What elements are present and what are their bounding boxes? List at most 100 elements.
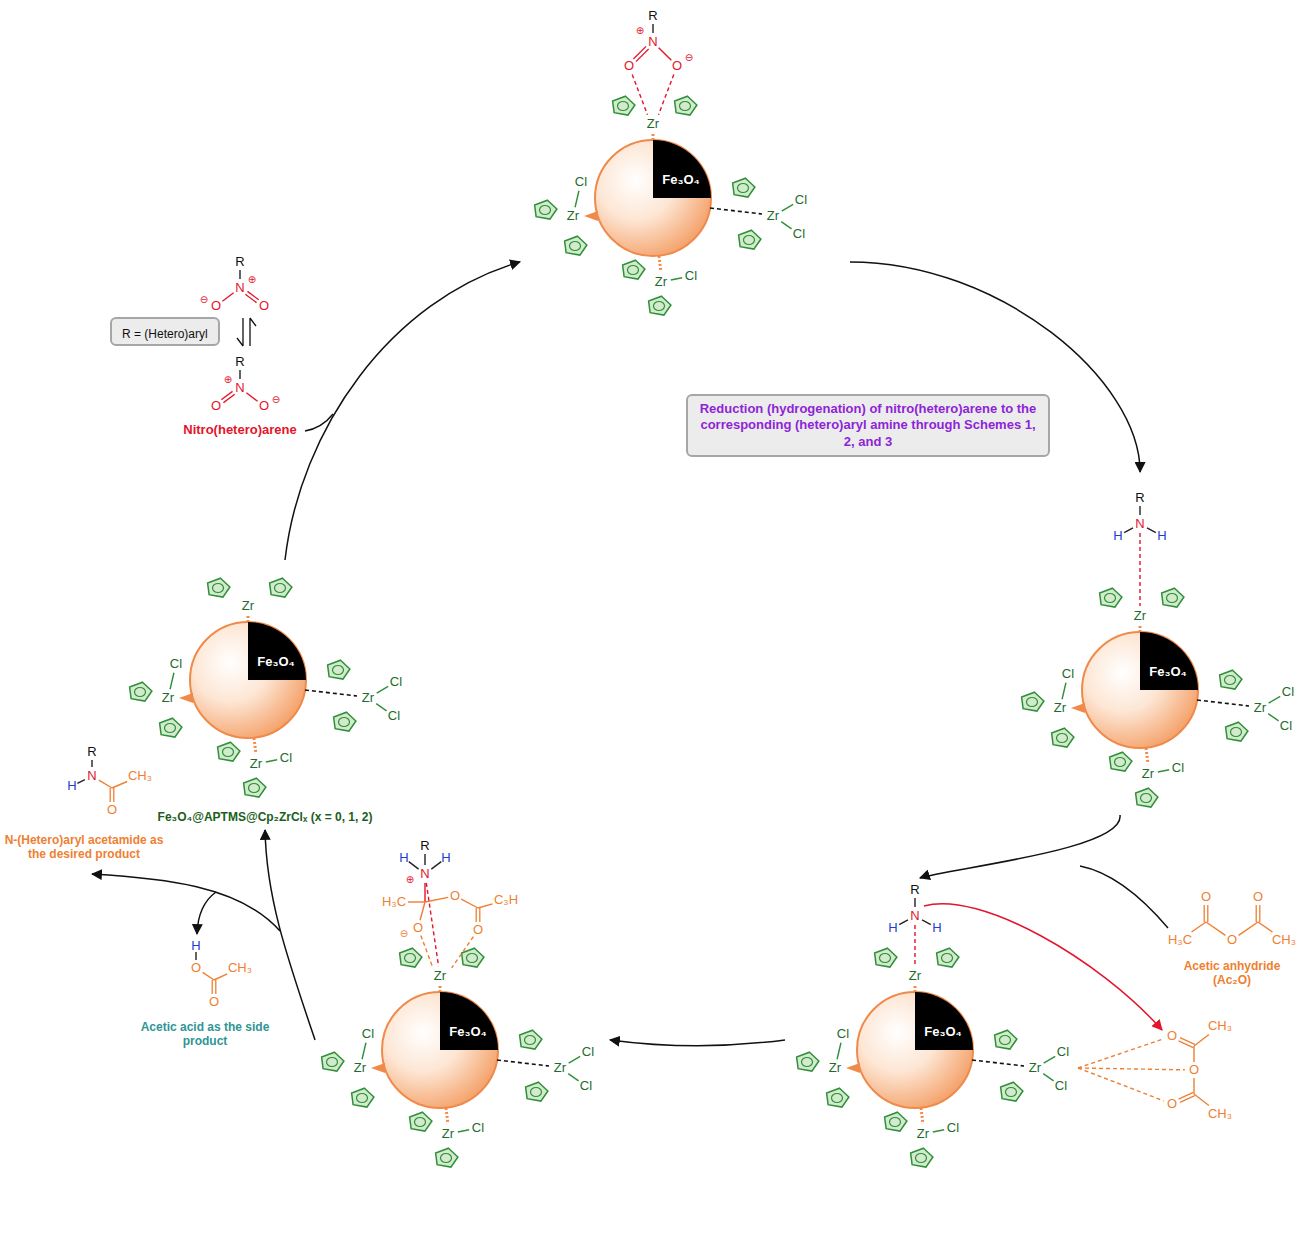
atom-label: O xyxy=(259,399,269,414)
metal-label: Zr xyxy=(567,209,579,224)
coordination-line xyxy=(659,74,674,114)
cycle-arrow xyxy=(285,262,520,560)
cp-ring-circle xyxy=(628,266,639,275)
cp-ring xyxy=(520,1030,542,1049)
bond-line xyxy=(1258,922,1272,932)
metal-label: Zr xyxy=(1254,701,1266,716)
magnetite-core xyxy=(248,622,306,680)
atom-label: C₃H xyxy=(494,893,518,908)
bond-line xyxy=(914,898,915,907)
metal-label: Zr xyxy=(767,209,779,224)
bond-line xyxy=(239,270,240,279)
atom-label: R xyxy=(910,883,919,898)
metal-label: Cl xyxy=(1280,719,1292,734)
linker xyxy=(659,256,661,272)
magnetite-core xyxy=(440,992,498,1050)
atom-label: CH₃ xyxy=(1208,1019,1232,1034)
cp-ring-circle xyxy=(467,954,478,963)
cp-ring-circle xyxy=(1000,1036,1011,1045)
cp-ring xyxy=(322,1052,344,1071)
charge-sign: ⊖ xyxy=(200,294,208,306)
cp-ring-circle xyxy=(744,236,755,245)
cp-ring xyxy=(937,948,959,967)
atom-label: R xyxy=(235,355,244,370)
metal-label: Cl xyxy=(795,193,807,208)
bond-line xyxy=(1194,1035,1209,1046)
bond-line xyxy=(431,862,441,870)
nanoparticle xyxy=(1082,632,1198,748)
core-label: Fe₃O₄ xyxy=(257,655,295,670)
bond-line xyxy=(1239,922,1258,935)
metal-label: Zr xyxy=(362,691,374,706)
atom-label: H xyxy=(399,851,408,866)
double-bond xyxy=(221,391,232,399)
double-bond xyxy=(636,49,649,62)
atom-label: H₃C xyxy=(1168,933,1192,948)
metal-label: Zr xyxy=(434,969,446,984)
catalyst-state: Fe₃O₄ xyxy=(1010,472,1305,815)
atom-label: R xyxy=(420,839,429,854)
cp-ring-circle xyxy=(441,1154,452,1163)
cp-ring xyxy=(733,178,755,197)
cycle-arrow xyxy=(920,815,1120,878)
cp-ring xyxy=(739,230,761,249)
atom-label: CH₃ xyxy=(1208,1107,1232,1122)
metal-label: Cl xyxy=(1172,761,1184,776)
bond-line xyxy=(420,902,425,920)
metal-label: Cl xyxy=(1055,1079,1067,1094)
metal-label: Cl xyxy=(837,1027,849,1042)
bond-line xyxy=(1192,922,1206,932)
metal-label: Zr xyxy=(242,599,254,614)
atom-label: O xyxy=(624,59,634,74)
release-arrow xyxy=(197,892,216,934)
compound-name: Acetic anhydride (Ac₂O) xyxy=(1172,960,1292,988)
cp-ring-circle xyxy=(1057,734,1068,743)
cp-ring-circle xyxy=(1167,594,1178,603)
cp-ring-circle xyxy=(1225,676,1236,685)
linker xyxy=(371,1063,385,1073)
bond-line xyxy=(409,862,419,870)
linker xyxy=(439,986,442,992)
bond-line xyxy=(933,1130,944,1132)
reagent-join xyxy=(1080,866,1168,928)
cp-ring xyxy=(1136,788,1158,807)
cp-ring-circle xyxy=(327,1058,338,1067)
bond-line xyxy=(782,204,794,211)
cp-ring xyxy=(436,1148,458,1167)
coordination-line xyxy=(1078,1039,1163,1068)
metal-label: Cl xyxy=(575,175,587,190)
cp-ring xyxy=(462,948,484,967)
double-bond xyxy=(476,908,477,922)
cp-ring xyxy=(1052,728,1074,747)
bond-line xyxy=(1139,506,1140,515)
coordination-line xyxy=(452,937,474,968)
cp-ring-circle xyxy=(654,302,665,311)
note-box: R = (Hetero)aryl xyxy=(110,317,220,346)
cp-ring xyxy=(827,1088,849,1107)
cp-ring xyxy=(352,1088,374,1107)
bond-line xyxy=(899,920,908,925)
cp-ring xyxy=(208,578,230,597)
nanoparticle xyxy=(382,992,498,1108)
box-text: Reduction (hydrogenation) of nitro(heter… xyxy=(698,401,1038,450)
atom-label: N xyxy=(235,381,244,396)
bond-line xyxy=(1193,1078,1194,1094)
double-bond xyxy=(1180,1038,1195,1045)
double-bond xyxy=(1179,1041,1194,1048)
bond-line xyxy=(1044,1056,1056,1063)
cp-ring xyxy=(160,718,182,737)
atom-label: O xyxy=(1227,933,1237,948)
cp-ring-circle xyxy=(916,1154,927,1163)
atom-label: CH₃ xyxy=(228,961,252,976)
atom-label: R xyxy=(235,255,244,270)
metal-label: Cl xyxy=(472,1121,484,1136)
cp-ring-circle xyxy=(275,584,286,593)
cp-ring-circle xyxy=(165,724,176,733)
atom-label: O xyxy=(191,961,201,976)
release-arrow xyxy=(92,874,280,931)
compound-name: Nitro(hetero)arene xyxy=(183,423,296,438)
cp-ring-circle xyxy=(339,718,350,727)
bond-line xyxy=(362,1043,366,1059)
cp-ring xyxy=(623,260,645,279)
